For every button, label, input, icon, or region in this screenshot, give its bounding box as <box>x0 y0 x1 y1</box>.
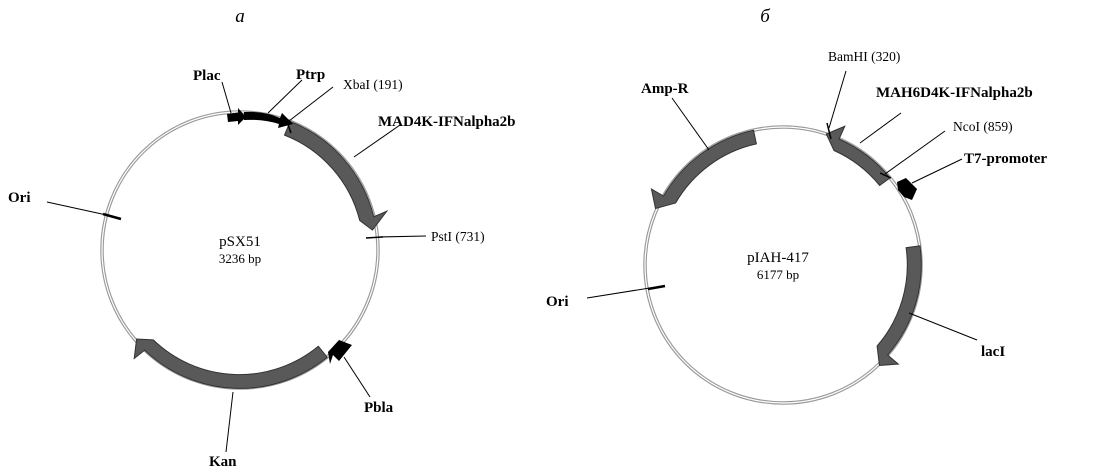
panel-a-pbla-label: Pbla <box>364 400 394 416</box>
panel-a-gene-mad4k-arrow <box>283 120 389 231</box>
panel-b-ampr-label: Amp-R <box>641 81 689 97</box>
panel-a-plasmid-name: pSX51 <box>219 234 261 250</box>
panel-b-promoter-t7-arrow <box>897 178 917 200</box>
panel-a-xbai-label: XbaI (191) <box>343 77 403 92</box>
panel-a-mad4k-leader <box>353 124 401 158</box>
panel-b-ncoi-tick <box>879 172 892 179</box>
panel-b-bamhi-tick <box>826 122 832 140</box>
panel-a-ori-label: Ori <box>8 190 31 206</box>
panel-a-psti-leader <box>377 235 427 238</box>
panel-a-kan-label: Kan <box>209 454 237 468</box>
panel-b-ampr-leader <box>671 97 710 151</box>
panel-b-bamhi-label: BamHI (320) <box>828 49 900 64</box>
panel-a-letter: a <box>235 6 245 27</box>
panel-a-ori-leader <box>46 201 112 217</box>
panel-a-psti-label: PstI (731) <box>431 229 485 244</box>
panel-a-ptrp-label: Ptrp <box>296 67 325 83</box>
panel-b-letter: б <box>760 6 771 27</box>
panel-b-mah6-leader <box>859 112 902 144</box>
panel-a-xbai-leader <box>288 86 334 122</box>
panel-b-ncoi-label: NcoI (859) <box>953 119 1013 134</box>
panel-a-promoter-ptrp-arrow <box>244 111 293 128</box>
panel-a-ptrp-leader <box>267 79 303 114</box>
panel-b-t7-label: T7-promoter <box>964 151 1047 167</box>
panel-b-ori-tick <box>647 284 666 291</box>
panel-a-promoter-plac-arrow <box>227 108 246 125</box>
panel-b-laci-leader <box>908 312 978 341</box>
panel-b-gene-ampr-arrow <box>650 129 757 210</box>
panel-b-ori-label: Ori <box>546 294 569 310</box>
panel-b-ori-leader <box>586 286 657 299</box>
panel-a-plasmid-size: 3236 bp <box>219 251 261 266</box>
panel-b: б BamHI (320) MAH6D4K-IFNalpha2b NcoI (8… <box>546 6 1047 405</box>
panel-b-mah6-label: MAH6D4K-IFNalpha2b <box>876 85 1033 101</box>
panel-b-bamhi-leader <box>828 70 847 129</box>
panel-b-gene-laci-arrow <box>876 245 922 367</box>
panel-b-laci-label: lacI <box>981 344 1005 360</box>
panel-b-ncoi-leader <box>884 130 946 175</box>
panel-a-gene-kan-arrow <box>133 338 328 389</box>
panel-a-xbai-tick <box>285 118 292 134</box>
panel-a-plac-leader <box>221 81 232 114</box>
panel-a-mad4k-label: MAD4K-IFNalpha2b <box>378 114 516 130</box>
panel-a: a Plac Ptrp XbaI (191) MAD4K-IFNal <box>8 6 516 468</box>
panel-b-t7-leader <box>911 158 963 184</box>
panel-b-gene-mah6-arrow <box>825 125 891 187</box>
panel-a-promoter-pbla-arrow <box>328 340 352 364</box>
panel-b-plasmid-size: 6177 bp <box>757 267 799 282</box>
panel-b-plasmid-name: pIAH-417 <box>747 250 809 266</box>
panel-a-pbla-leader <box>343 356 371 398</box>
panel-a-kan-leader <box>225 391 234 453</box>
panel-a-plac-label: Plac <box>193 68 221 84</box>
